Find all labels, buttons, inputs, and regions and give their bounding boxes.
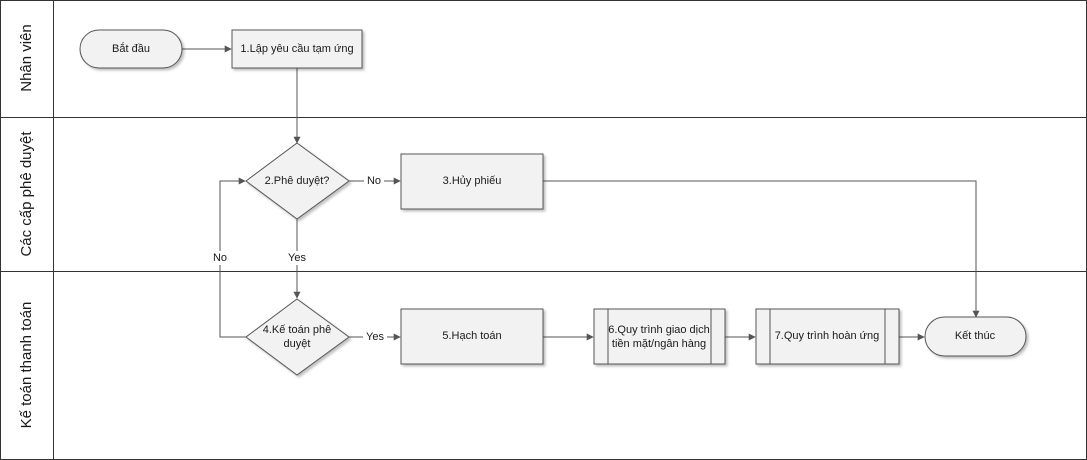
node-2-phe-duyet: 2.Phê duyệt? [245,142,350,220]
node-6-label-line-1: 6.Quy trình giao dịch [608,324,710,336]
node-7-quy-trinh-hoan-ung: 7.Quy trình hoàn ứng [755,308,900,365]
node-6-label-line-2: tiền mặt/ngân hàng [612,338,706,350]
lane-label-ke-toan-thanh-toan: Kế toán thanh toán [18,302,35,429]
edge-label-yes-2: Yes [288,252,306,264]
edge-3-to-end [543,180,980,318]
node-4-label-line-2: duyệt [284,338,311,350]
node-end-label: Kết thúc [955,330,996,342]
node-4-ke-toan-phe-duyet: 4.Kế toán phê duyệt [245,298,350,376]
node-2-label: 2.Phê duyệt? [265,175,330,187]
lane-label-cac-cap-phe-duyet: Các cấp phê duyệt [18,131,35,257]
node-1-label: 1.Lập yêu cầu tạm ứng [240,43,353,55]
node-6-quy-trinh-giao-dich: 6.Quy trình giao dịch tiền mặt/ngân hàng [593,308,726,365]
node-end: Kết thúc [924,316,1027,357]
node-7-label: 7.Quy trình hoàn ứng [775,330,880,342]
edge-label-no-4: No [213,252,227,264]
node-3-label: 3.Hủy phiếu [443,175,502,187]
node-start: Bắt đầu [79,29,183,69]
node-4-label-line-1: 4.Kế toán phê [263,324,332,336]
node-1-lap-yeu-cau: 1.Lập yêu cầu tạm ứng [231,29,363,69]
node-5-hach-toan: 5.Hạch toán [400,308,544,365]
node-start-label: Bắt đầu [112,42,150,55]
edge-label-no-2: No [367,175,381,187]
node-5-label: 5.Hạch toán [442,330,501,342]
node-3-huy-phieu: 3.Hủy phiếu [400,153,544,210]
lane-label-nhan-vien: Nhân viên [18,24,35,92]
edge-label-yes-4: Yes [366,331,384,343]
